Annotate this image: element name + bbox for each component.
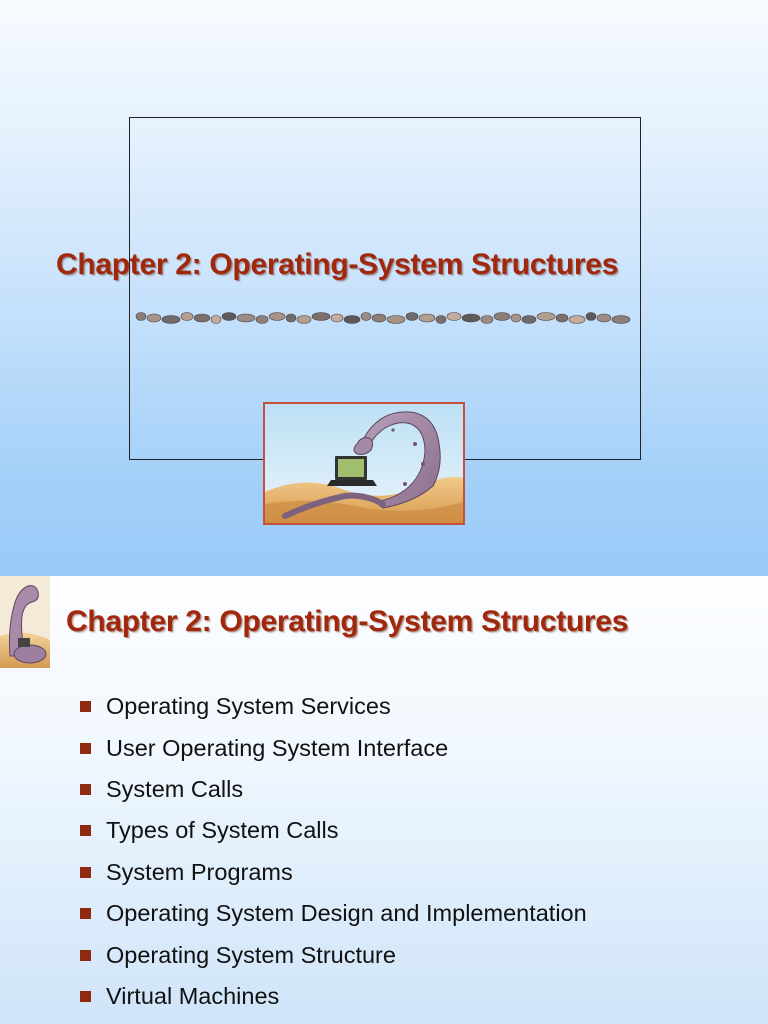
title-slide: Chapter 2: Operating-System Structures [0, 0, 768, 576]
contents-slide: Chapter 2: Operating-System Structures O… [0, 576, 768, 1024]
bullet-square-icon [80, 825, 91, 837]
pebble [146, 313, 162, 323]
pebble [536, 312, 556, 321]
pebble [371, 313, 387, 323]
pebble [405, 312, 419, 321]
pebble [521, 315, 537, 324]
bullet-square-icon [80, 990, 91, 1002]
pebble [493, 312, 511, 321]
pebble [161, 315, 181, 324]
pebble [236, 313, 256, 323]
pebble [510, 313, 522, 323]
list-item: System Programs [80, 852, 587, 893]
list-item-text: Operating System Design and Implementati… [106, 900, 587, 927]
pebble [555, 313, 569, 323]
list-item-text: System Programs [106, 858, 293, 885]
pebble [255, 315, 269, 324]
pebble [480, 315, 494, 324]
list-item-text: Types of System Calls [106, 817, 339, 844]
dinosaur-corner-image [0, 576, 50, 668]
pebble [210, 315, 222, 324]
pebble [596, 313, 612, 323]
topic-list: Operating System Services User Operating… [80, 686, 587, 1017]
pebble [446, 312, 462, 321]
list-item-text: User Operating System Interface [106, 734, 449, 761]
bullet-square-icon [80, 783, 91, 795]
list-item-text: Operating System Services [106, 693, 391, 720]
pebble [568, 315, 586, 324]
dinosaur-laptop-image [265, 404, 463, 523]
bullet-square-icon [80, 742, 91, 754]
pebble [135, 312, 147, 321]
pebble [611, 315, 631, 324]
slide-title: Chapter 2: Operating-System Structures [66, 605, 629, 638]
list-item: Operating System Structure [80, 934, 587, 975]
bullet-square-icon [80, 949, 91, 961]
list-item-text: Virtual Machines [106, 982, 280, 1009]
pebble [268, 312, 286, 321]
list-item: User Operating System Interface [80, 727, 587, 768]
pebble [296, 315, 312, 324]
slide-title: Chapter 2: Operating-System Structures [56, 248, 619, 281]
pebble [435, 315, 447, 324]
pebble [461, 313, 481, 323]
list-item: Operating System Design and Implementati… [80, 893, 587, 934]
pebble [285, 313, 297, 323]
pebble [386, 315, 406, 324]
bullet-square-icon [80, 866, 91, 878]
list-item: Virtual Machines [80, 976, 587, 1017]
pebble [221, 312, 237, 321]
dinosaur-illustration [263, 402, 465, 525]
pebble [343, 315, 361, 324]
pebble [193, 313, 211, 323]
list-item-text: Operating System Structure [106, 941, 396, 968]
pebble [585, 312, 597, 321]
pebble [180, 312, 194, 321]
pebble-row-image [135, 312, 631, 324]
list-item: System Calls [80, 769, 587, 810]
bullet-square-icon [80, 701, 91, 713]
pebble [311, 312, 331, 321]
pebble [330, 313, 344, 323]
pebble [418, 313, 436, 323]
list-item-text: System Calls [106, 775, 244, 802]
list-item: Operating System Services [80, 686, 587, 727]
bullet-square-icon [80, 908, 91, 920]
list-item: Types of System Calls [80, 810, 587, 851]
pebble [360, 312, 372, 321]
